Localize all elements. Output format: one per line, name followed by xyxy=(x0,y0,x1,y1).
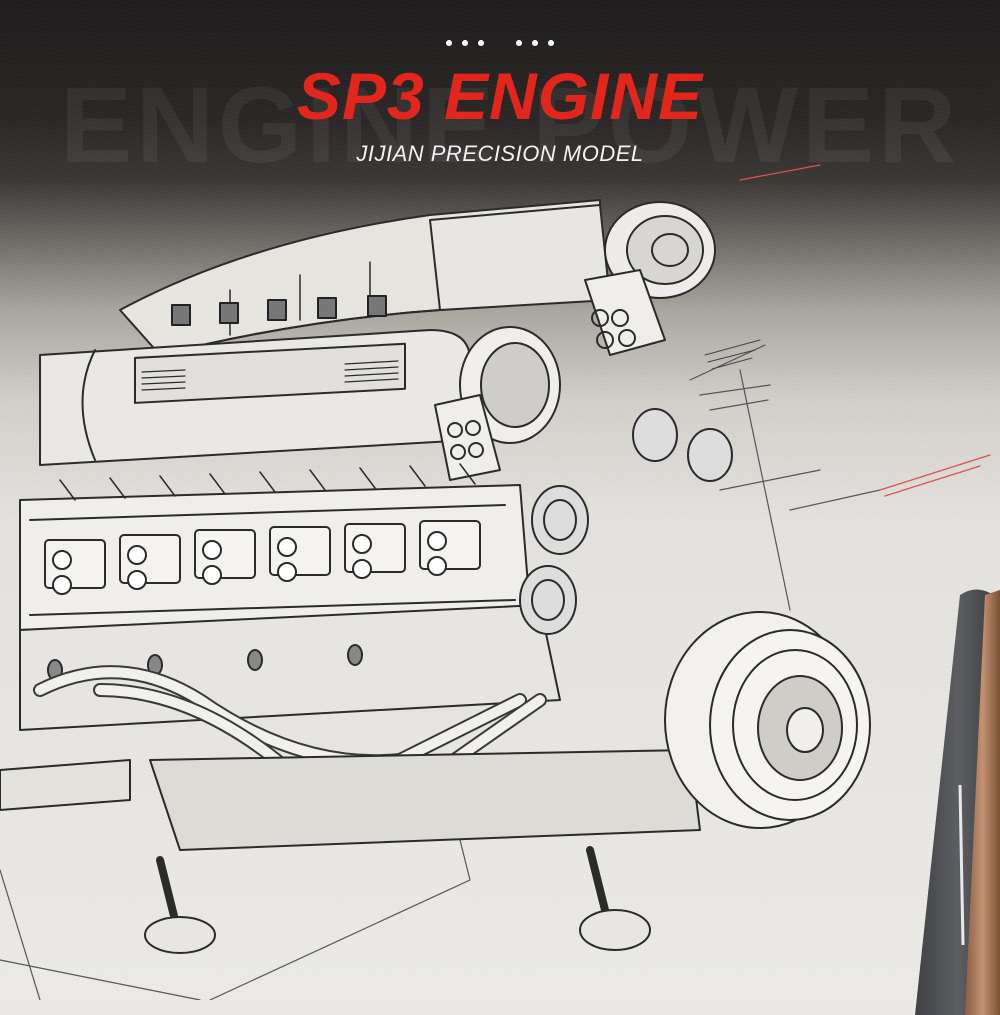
decorative-dots xyxy=(0,33,1000,51)
dot-icon xyxy=(532,40,538,46)
dot-icon xyxy=(478,40,484,46)
dot-icon xyxy=(446,40,452,46)
page-subtitle: JIJIAN PRECISION MODEL xyxy=(356,141,644,166)
background-watermark: ENGINE POWER xyxy=(60,64,961,185)
dot-icon xyxy=(516,40,522,46)
page-title: SP3 ENGINE xyxy=(296,59,704,133)
dot-icon xyxy=(548,40,554,46)
pen-illustration xyxy=(915,589,1000,1015)
dot-icon xyxy=(462,40,468,46)
